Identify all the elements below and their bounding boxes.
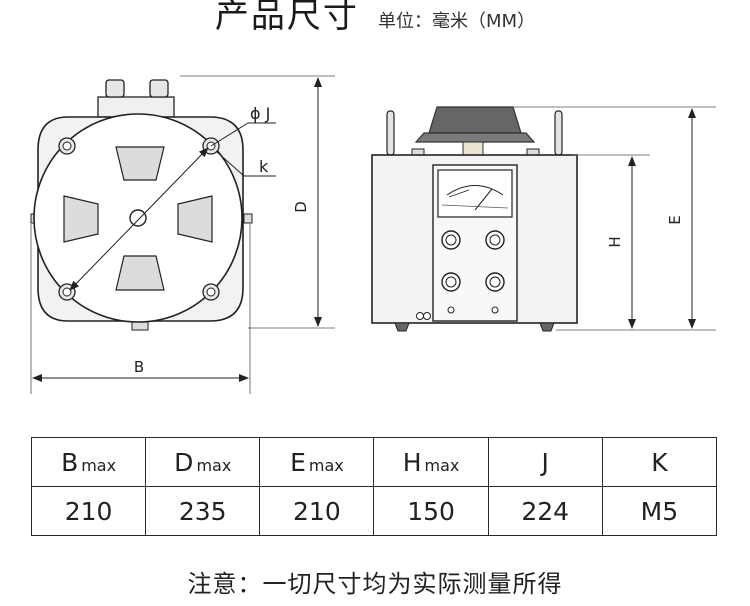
label-b: B [134,358,144,376]
ground-screw-b [423,312,431,320]
meter-tick-a [448,189,470,198]
panel-knob-tr [485,230,505,250]
cutout-left [63,195,99,243]
measurement-note: 注意：一切尺寸均为实际测量所得 [187,570,563,598]
label-k: k [259,157,269,176]
foot-right [539,322,555,332]
knob-skirt [414,132,536,143]
dim-line-j [69,147,209,291]
foot-left [394,322,410,332]
cutout-top [115,146,165,181]
header-name: K [651,447,668,477]
label-e: E [666,215,684,224]
header-suffix: max [196,455,232,475]
header-suffix: max [424,455,460,475]
header-name: J [541,447,549,477]
ground-screw-a [416,312,424,320]
cutout-bottom [115,255,165,291]
header-suffix: max [81,455,117,475]
top-fitting-right [526,148,540,156]
dimension-drawing: ϕ J k D B [30,75,716,394]
meter-base [441,204,509,209]
panel-knob-tl [441,230,461,250]
side-tab-right [243,213,253,224]
header-name: E [290,447,306,477]
meter-scale [446,185,504,196]
center-boss [129,209,147,227]
top-knob [428,106,522,134]
unit-label: 单位：毫米（MM） [378,11,536,32]
panel-knob-br [485,272,505,292]
label-h: H [606,236,624,247]
top-fitting-left [411,148,425,156]
value-cell-k: M5 [601,486,718,536]
cutout-right [177,195,213,243]
header-cell-k: K [601,437,718,487]
value-cell-b: 210 [30,486,147,536]
panel-screw-left [447,306,455,314]
label-phi-j: ϕ J [250,104,270,123]
page-header: 产品尺寸 单位：毫米（MM） [0,0,750,37]
leader-k [216,151,245,177]
side-view: H E [371,106,716,332]
panel-knob-bl [441,272,461,292]
page-title: 产品尺寸 [214,0,359,36]
terminal-post-left [105,79,125,98]
value-cell-d: 235 [145,486,261,536]
panel-screw-right [491,306,499,314]
header-name: D [174,447,194,477]
header-name: B [61,447,79,477]
rod-left [386,110,395,156]
header-suffix: max [308,455,344,475]
header-name: H [402,447,422,477]
value-cell-e: 210 [259,486,375,536]
knob-shaft [462,141,484,156]
value-cell-h: 150 [373,486,489,536]
front-view: ϕ J k D B [30,75,335,394]
leader-j [210,122,249,147]
mount-hole-bl [58,283,76,301]
meter [437,169,513,218]
header-cell-j: J [487,437,603,487]
terminal-post-right [149,79,169,98]
rod-right [554,110,563,156]
value-cell-j: 224 [487,486,603,536]
spec-value-row: 210 235 210 150 224 M5 [30,486,718,536]
mount-hole-br [202,283,220,301]
mount-hole-tl [58,137,76,155]
label-d: D [292,201,310,213]
